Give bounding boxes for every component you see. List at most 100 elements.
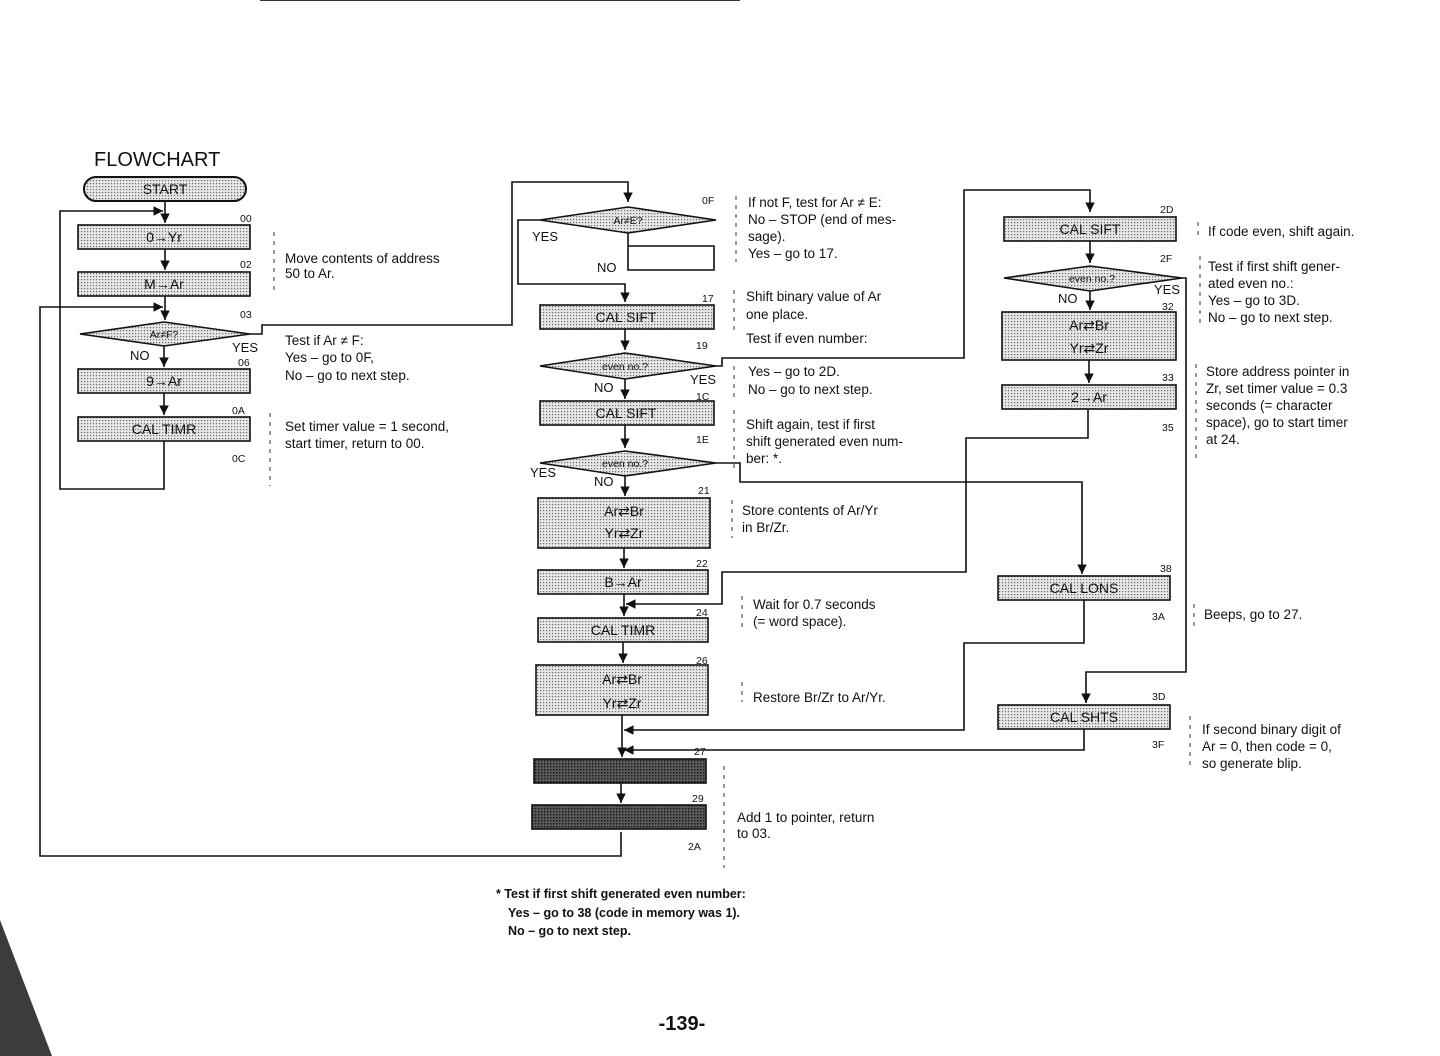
box-restore-label-a: Ar⇄Br [602, 671, 642, 687]
annotation-store-pointer: Store address pointer in Zr, set timer v… [1206, 364, 1349, 447]
svg-text:If code even, shift again.: If code even, shift again. [1208, 224, 1354, 239]
address-label: 2D [1160, 204, 1174, 216]
box-cal-timr-2 [537, 617, 709, 643]
box-cal-sift-1 [539, 304, 715, 330]
annotation-beeps: Beeps, go to 27. [1204, 607, 1302, 622]
box-9-to-ar-label: 9→Ar [146, 373, 182, 389]
svg-text:Ar = 0, then code = 0,: Ar = 0, then code = 0, [1202, 739, 1332, 754]
svg-text:one place.: one place. [746, 307, 808, 322]
box-cal-timr-2-label: CAL TIMR [591, 622, 656, 638]
box-restore [535, 664, 709, 716]
no-label: NO [594, 474, 614, 489]
svg-text:Yes – go to 3D.: Yes – go to 3D. [1208, 293, 1300, 308]
svg-text:Store contents of Ar/Yr: Store contents of Ar/Yr [742, 503, 878, 518]
svg-text:to 03.: to 03. [737, 826, 771, 841]
no-label: NO [597, 260, 617, 275]
annotation-shift-again: Shift again, test if first shift generat… [746, 417, 903, 466]
box-cal-timr [77, 416, 251, 442]
box-cal-lons-label: CAL LONS [1050, 580, 1119, 596]
address-label: 1E [696, 434, 709, 446]
yes-to-2d-line [716, 189, 1095, 367]
svg-text:Yes – go to 17.: Yes – go to 17. [748, 246, 838, 261]
svg-text:No – go to next step.: No – go to next step. [285, 368, 410, 383]
start-label: START [143, 181, 188, 197]
box-b-to-ar-label: B→Ar [604, 574, 642, 590]
column-1: START 00 0→Yr 02 M→Ar 03 Ar≠F? NO YES 06… [39, 176, 633, 857]
annotation-even-yes-no: Yes – go to 2D. No – go to next step. [748, 364, 873, 397]
diamond-even-2-label: even no.? [602, 458, 648, 470]
address-label: 3D [1152, 691, 1166, 703]
annotation-second-digit: If second binary digit of Ar = 0, then c… [1202, 722, 1341, 771]
svg-text:Shift again, test if first: Shift again, test if first [746, 417, 875, 432]
scan-shadow [0, 920, 52, 1056]
annotation-add-pointer: Add 1 to pointer, return to 03. [737, 810, 874, 841]
svg-text:space), go to start timer: space), go to start timer [1206, 415, 1348, 430]
footnote: * Test if first shift generated even num… [496, 887, 746, 938]
svg-text:sage).: sage). [748, 229, 786, 244]
svg-text:Shift binary value of Ar: Shift binary value of Ar [746, 289, 882, 304]
address-label: 24 [696, 607, 708, 619]
yes-label: YES [532, 229, 558, 244]
box-b-to-ar [537, 569, 709, 595]
svg-text:start timer, return to 00.: start timer, return to 00. [285, 436, 425, 451]
box-2-to-ar [1001, 384, 1177, 410]
svg-text:Add 1 to pointer, return: Add 1 to pointer, return [737, 810, 874, 825]
svg-text:Yes – go to 38 (code in memory: Yes – go to 38 (code in memory was 1). [508, 906, 740, 920]
annotation-code-even: If code even, shift again. [1208, 224, 1354, 239]
box-cal-sift-2-label: CAL SIFT [596, 405, 657, 421]
address-label: 2A [688, 841, 701, 853]
svg-text:Yes – go to 0F,: Yes – go to 0F, [285, 350, 374, 365]
svg-text:* Test if first shift generate: * Test if first shift generated even num… [496, 887, 746, 901]
svg-text:in Br/Zr.: in Br/Zr. [742, 520, 789, 535]
address-label: 26 [696, 655, 708, 667]
svg-text:Test if even number:: Test if even number: [746, 331, 868, 346]
diamond-even-1-label: even no.? [602, 361, 648, 373]
address-label: 2F [1160, 253, 1172, 265]
svg-text:If second binary digit of: If second binary digit of [1202, 722, 1341, 737]
column-3: 2D CAL SIFT 2F even no.? NO YES 32 Ar⇄Br… [997, 204, 1187, 751]
address-label: 19 [696, 340, 708, 352]
annotation-set-timer: Set timer value = 1 second, start timer,… [285, 419, 449, 451]
box-cal-timr-label: CAL TIMR [132, 421, 197, 437]
box-cal-shts-label: CAL SHTS [1050, 709, 1118, 725]
svg-text:Yes – go to 2D.: Yes – go to 2D. [748, 364, 840, 379]
address-label: 35 [1162, 422, 1174, 434]
svg-text:Restore Br/Zr to Ar/Yr.: Restore Br/Zr to Ar/Yr. [753, 690, 886, 705]
box-exchange-3-label-a: Ar⇄Br [1069, 317, 1109, 333]
svg-text:Test if Ar ≠ F:: Test if Ar ≠ F: [285, 333, 364, 348]
svg-text:Test if first shift gener-: Test if first shift gener- [1208, 259, 1340, 274]
address-label: 0F [702, 195, 714, 207]
return-to-03-line [39, 302, 622, 857]
address-label: 32 [1162, 301, 1174, 313]
box-restore-label-b: Yr⇄Zr [603, 695, 642, 711]
svg-text:Set timer value = 1 second,: Set timer value = 1 second, [285, 419, 449, 434]
diamond-even-3-label: even no.? [1069, 273, 1115, 285]
from-3f-line [624, 728, 1085, 755]
box-exchange-1-label-b: Yr⇄Zr [605, 525, 644, 541]
box-0-to-yr [77, 224, 251, 250]
address-label: 38 [1160, 563, 1172, 575]
address-label: 0C [232, 453, 246, 465]
box-m-to-ar-label: M→Ar [144, 276, 184, 292]
svg-text:Store address pointer in: Store address pointer in [1206, 364, 1349, 379]
address-label: 02 [240, 259, 252, 271]
diamond-ar-ne-e [539, 206, 717, 234]
address-label: 0A [232, 405, 245, 417]
annotation-test-ar-ne-e: If not F, test for Ar ≠ E: No – STOP (en… [748, 195, 896, 261]
svg-text:shift generated even num-: shift generated even num- [746, 434, 903, 449]
box-cal-sift-2 [539, 400, 715, 426]
box-0-to-yr-label: 0→Yr [146, 229, 182, 245]
flowchart-title: FLOWCHART [94, 149, 220, 171]
box-exchange-1-label-a: Ar⇄Br [604, 503, 644, 519]
from-3a-line [624, 598, 1085, 735]
address-label: 03 [240, 309, 252, 321]
page-number: -139- [659, 1013, 706, 1035]
address-label: 17 [702, 293, 714, 305]
svg-text:If not F, test for Ar ≠ E:: If not F, test for Ar ≠ E: [748, 195, 881, 210]
svg-text:so generate blip.: so generate blip. [1202, 756, 1302, 771]
address-label: 27 [694, 746, 706, 758]
address-label: 22 [696, 558, 708, 570]
no-label: NO [130, 348, 150, 363]
diamond-ar-ne-f-label: Ar≠F? [150, 329, 179, 341]
box-exchange-3 [1001, 311, 1177, 361]
